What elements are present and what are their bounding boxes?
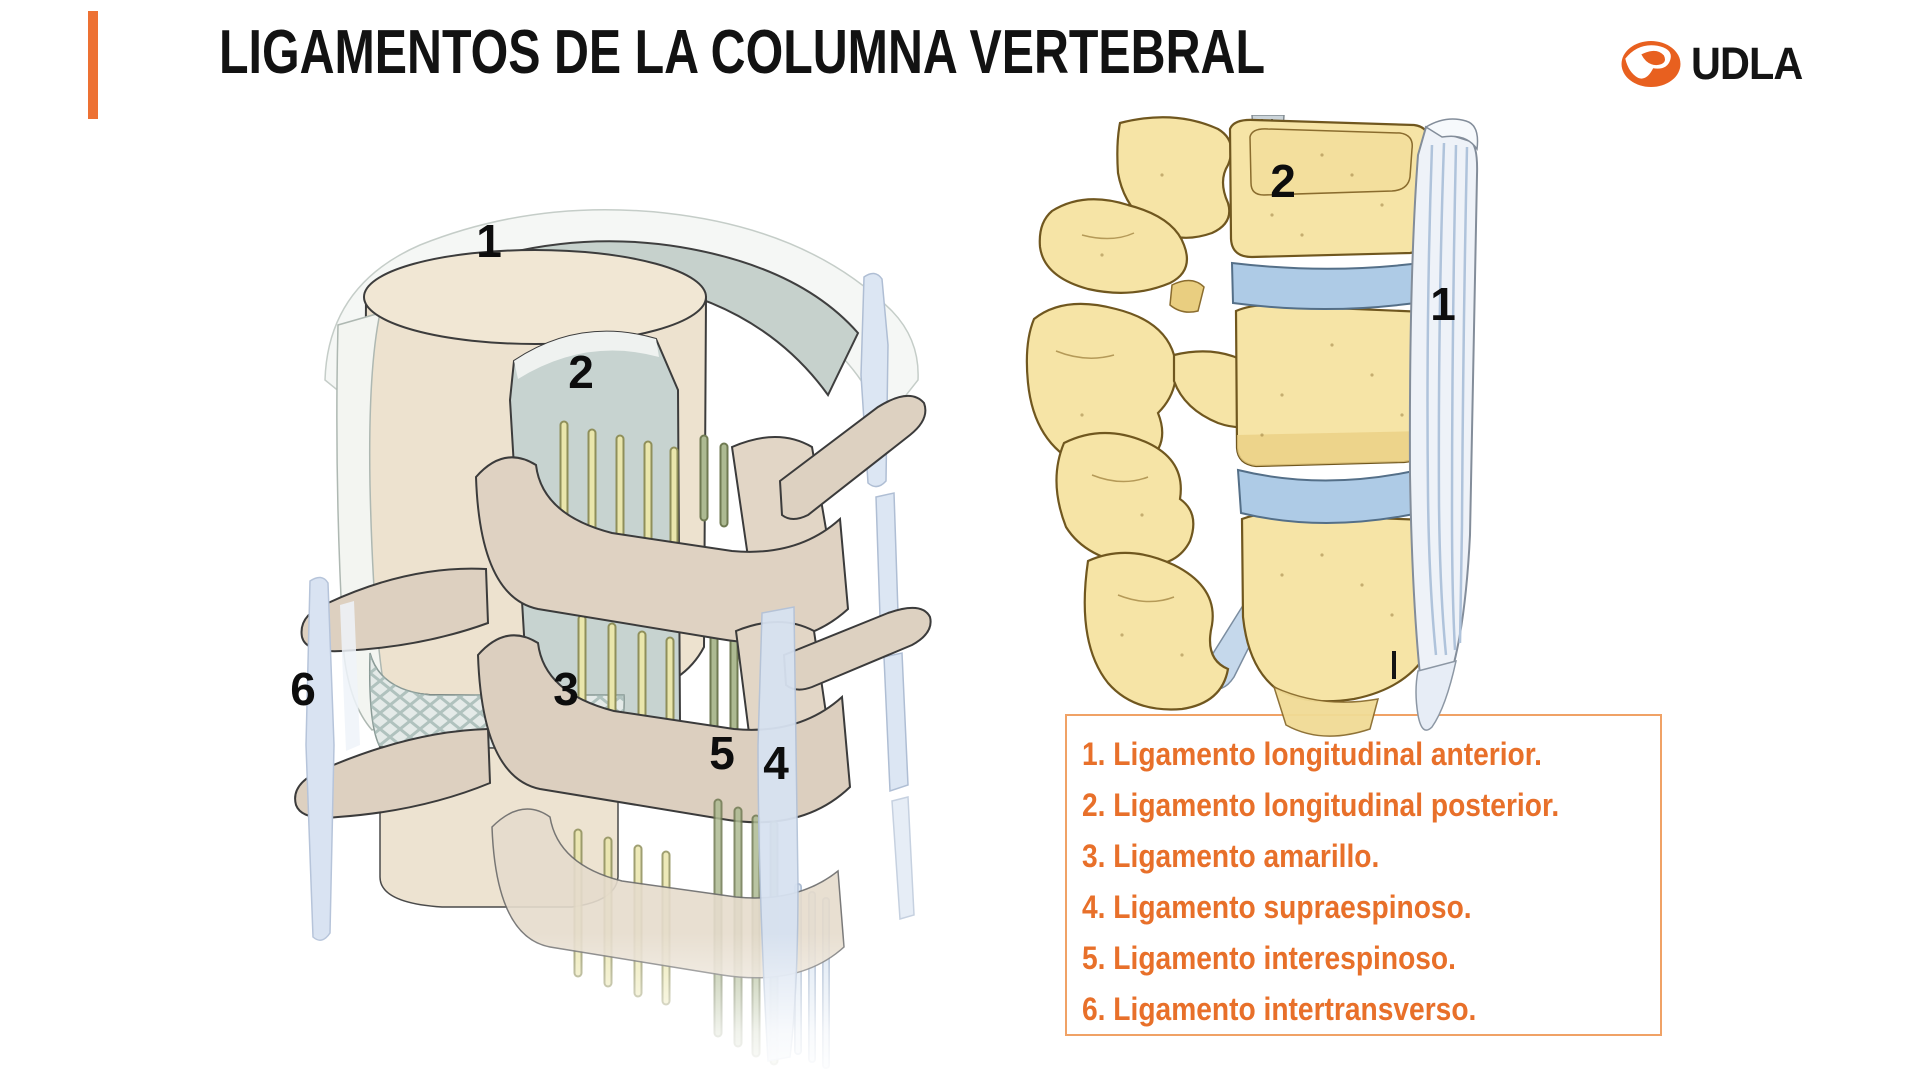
right-diagram	[1022, 115, 1522, 815]
upper-lamina-band	[474, 456, 850, 644]
left-diagram	[280, 185, 940, 1085]
title-accent-bar	[88, 11, 98, 119]
page-title-text: LIGAMENTOS DE LA COLUMNA VERTEBRAL	[219, 17, 1266, 87]
udla-logo: UDLA	[1621, 38, 1812, 90]
left-diagram-label-2: 2	[568, 346, 594, 398]
legend-item-1: 1. Ligamento longitudinal anterior.	[1082, 736, 1542, 772]
legend-item-2: 2. Ligamento longitudinal posterior.	[1082, 787, 1560, 823]
vertebral-bodies	[1228, 118, 1432, 703]
left-diagram-label-5: 5	[709, 727, 735, 779]
bone-speckles	[1080, 153, 1404, 657]
anterior-longitudinal-ligament	[1408, 118, 1479, 731]
spinous-process-blade	[1205, 586, 1277, 690]
pointer-tick	[1392, 651, 1396, 679]
right-diagram-label-2: 2	[1270, 155, 1296, 207]
page-title: LIGAMENTOS DE LA COLUMNA VERTEBRAL	[219, 0, 1560, 104]
legend-item-5: 5. Ligamento interespinoso.	[1082, 940, 1456, 976]
legend-box: 1. Ligamento longitudinal anterior. 2. L…	[1065, 714, 1662, 1036]
middle-lamina-band	[476, 634, 852, 824]
intertransverse-ligament-strip	[305, 576, 335, 941]
left-lower-transverse-process	[294, 727, 492, 819]
vertebral-body-top	[363, 249, 707, 345]
left-diagram-label-4: 4	[763, 737, 789, 789]
legend-item-3: 3. Ligamento amarillo.	[1082, 838, 1380, 874]
udla-logo-text: UDLA	[1691, 38, 1803, 89]
legend-item-6: 6. Ligamento intertransverso.	[1082, 991, 1477, 1027]
disc-upper	[1230, 260, 1431, 311]
legend-item-4: 4. Ligamento supraespinoso.	[1082, 889, 1472, 925]
left-diagram-label-6: 6	[290, 663, 316, 715]
right-diagram-art	[1025, 115, 1479, 737]
left-diagram-label-3: 3	[553, 663, 579, 715]
right-upper-transverse-process	[778, 395, 927, 520]
udla-leaf-icon	[1621, 40, 1681, 88]
left-diagram-label-1: 1	[476, 215, 502, 267]
right-diagram-label-1: 1	[1430, 278, 1456, 330]
posterior-bone-processes	[1025, 116, 1278, 567]
disc-lower	[1236, 466, 1430, 524]
left-diagram-art	[280, 209, 940, 1085]
